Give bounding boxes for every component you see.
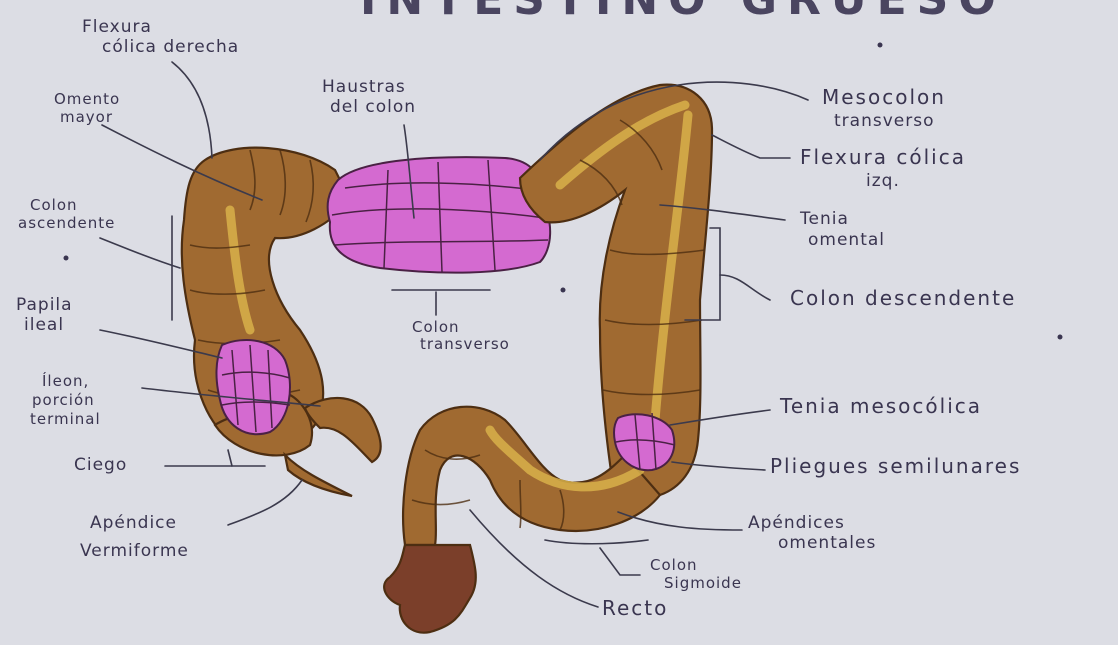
svg-text:Papila: Papila	[16, 295, 73, 315]
label-apendices-omentales: Apéndices omentales	[748, 513, 876, 553]
svg-text:Flexura cólica: Flexura cólica	[800, 145, 966, 169]
label-ileon: Íleon, porción terminal	[30, 371, 101, 428]
svg-text:Haustras: Haustras	[322, 77, 406, 97]
svg-text:Colon: Colon	[412, 318, 460, 336]
appendix	[285, 455, 352, 496]
label-colon-sigmoide: Colon Sigmoide	[650, 556, 742, 592]
svg-text:Colon: Colon	[30, 196, 78, 214]
label-mesocolon-transverso: Mesocolon transverso	[822, 85, 946, 131]
title-fragment: INTESTINO GRUESO	[360, 0, 1006, 25]
label-flexura-derecha: Flexura cólica derecha	[82, 17, 239, 57]
svg-text:mayor: mayor	[60, 108, 113, 126]
label-tenia-omental: Tenia omental	[799, 209, 885, 250]
label-colon-descendente: Colon descendente	[790, 286, 1016, 310]
svg-text:Apéndice: Apéndice	[90, 513, 177, 533]
svg-text:Apéndices: Apéndices	[748, 513, 845, 533]
svg-text:Íleon,: Íleon,	[42, 371, 89, 390]
label-flexura-izquierda: Flexura cólica izq.	[800, 145, 966, 191]
svg-text:cólica derecha: cólica derecha	[102, 37, 239, 57]
svg-text:Vermiforme: Vermiforme	[80, 541, 189, 561]
paper-dot	[561, 288, 566, 293]
svg-text:Flexura: Flexura	[82, 17, 152, 37]
label-ciego: Ciego	[74, 455, 127, 475]
label-recto: Recto	[602, 596, 668, 620]
svg-text:Colon: Colon	[650, 556, 698, 574]
ileal-papilla	[216, 340, 290, 434]
svg-text:omentales: omentales	[778, 533, 876, 553]
svg-text:omental: omental	[808, 230, 885, 250]
svg-text:ileal: ileal	[24, 315, 64, 335]
rectum	[384, 545, 476, 633]
label-omento-mayor: Omento mayor	[54, 90, 120, 126]
label-papila-ileal: Papila ileal	[16, 295, 73, 335]
svg-text:Sigmoide: Sigmoide	[664, 574, 742, 592]
svg-text:porción: porción	[32, 391, 95, 409]
paper-dot	[1058, 335, 1063, 340]
label-apendice-vermiforme: Apéndice Vermiforme	[80, 513, 189, 561]
svg-text:terminal: terminal	[30, 410, 101, 428]
svg-text:ascendente: ascendente	[18, 214, 115, 232]
svg-text:Omento: Omento	[54, 90, 120, 108]
label-colon-transverso: Colon transverso	[412, 318, 510, 353]
label-pliegues-semilunares: Pliegues semilunares	[770, 454, 1021, 478]
svg-text:Tenia: Tenia	[799, 209, 849, 229]
svg-text:transverso: transverso	[834, 111, 934, 131]
label-colon-ascendente: Colon ascendente	[18, 196, 115, 232]
svg-text:del colon: del colon	[330, 97, 416, 117]
label-tenia-mesocolica: Tenia mesocólica	[779, 394, 982, 418]
label-haustras: Haustras del colon	[322, 77, 416, 117]
terminal-ileum	[305, 398, 381, 462]
paper-dot	[878, 43, 883, 48]
svg-text:Mesocolon: Mesocolon	[822, 85, 946, 109]
svg-text:transverso: transverso	[420, 335, 510, 353]
paper-dot	[64, 256, 69, 261]
svg-text:izq.: izq.	[866, 171, 900, 191]
